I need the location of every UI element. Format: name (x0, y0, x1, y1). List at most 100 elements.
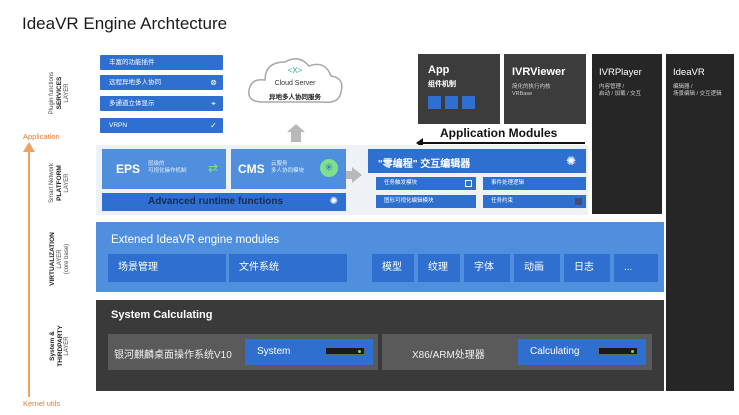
right-arrow-stem (346, 171, 354, 179)
ideavr-desc2: 场景编辑 / 交互逻辑 (673, 91, 722, 97)
advanced-runtime-label: Advanced runtime functions (148, 196, 284, 207)
task-label: 任务触发模块 (384, 180, 418, 186)
cpu-panel: X86/ARM处理器 Calculating (382, 334, 652, 370)
crossing-arrows-icon: ⇄ (207, 161, 218, 175)
layer-label-platform: Smart Network PLATFORM LAYER (49, 151, 71, 215)
layer-plugin-line2: SERVICES (56, 76, 63, 110)
ivrviewer-desc1: 简化的执行内核 (512, 84, 551, 90)
cloud-subtitle: 异地多人协同服务 (269, 94, 321, 101)
layer-virt-line2: LAYER (57, 249, 63, 269)
ivrviewer-module: IVRViewer 简化的执行内核 VRBase (504, 54, 586, 124)
layer-platform-line2: PLATFORM (56, 165, 63, 201)
cloud-up-arrow-stem (291, 132, 301, 142)
system-title: System Calculating (111, 309, 213, 321)
eps-module: EPS 层级的 可视化操作机制 ⇄ (102, 149, 226, 189)
os-panel: 银河麒麟桌面操作系统V10 System (108, 334, 378, 370)
calculating-pill-label: Calculating (530, 346, 580, 357)
task-item-trigger: 任务触发模块 (376, 177, 476, 190)
system-pill-label: System (257, 346, 291, 357)
axis-bottom-label: Kernel utils (23, 399, 61, 408)
os-label: 银河麒麟桌面操作系统V10 (114, 350, 232, 361)
plugin-item-label: VRPN (109, 122, 128, 129)
module-more: ... (614, 254, 658, 282)
module-font: 字体 (464, 254, 510, 282)
module-file-system: 文件系统 (229, 254, 347, 282)
axis-top-label: Application (23, 132, 60, 141)
page-title: IdeaVR Engine Archtecture (22, 14, 228, 33)
zero-code-editor: "零编程" 交互编辑器 ✺ (368, 149, 586, 173)
module-log: 日志 (564, 254, 610, 282)
eps-desc2: 可视化操作机制 (148, 168, 187, 174)
layer-virt-line1: VIRTUALIZATION (49, 232, 56, 286)
cloud-sync-icon: <X> (287, 66, 303, 75)
cloud-up-arrow (287, 124, 305, 132)
module-model: 模型 (372, 254, 414, 282)
layer-label-plugin: Plugin functions SERVICES LAYER (49, 61, 71, 125)
plugin-item-vrpn: VRPN ✓ (100, 118, 223, 133)
app-subtitle: 组件机制 (428, 81, 456, 88)
cms-module: CMS 云服务 多人协同模块 ✳ (231, 149, 346, 189)
axis-up-arrow (23, 142, 35, 152)
task-label: 图形可视化编辑模块 (384, 198, 434, 204)
plugin-item-multichannel: 多通道立体显示 ⌖ (100, 96, 223, 111)
task-indicator (575, 198, 582, 205)
vertical-axis-line (28, 150, 30, 397)
layer-system-line2: THIRDPARTY (57, 325, 64, 367)
drive-icon (598, 347, 638, 355)
plugin-item-label: 多通道立体显示 (109, 100, 155, 107)
task-item-constraint: 任务约束 (483, 195, 586, 208)
gear-icon: ✺ (565, 154, 576, 168)
location-pin-icon: ⌖ (211, 99, 216, 108)
cms-desc2: 多人协同模块 (271, 168, 305, 174)
virtualization-title: Extened IdeaVR engine modules (111, 234, 280, 246)
component-square (428, 96, 441, 109)
ivrviewer-desc2: VRBase (512, 91, 533, 97)
cms-desc1: 云服务 (271, 161, 288, 167)
layer-plugin-line1: Plugin functions (49, 71, 55, 115)
layer-platform-line1: Smart Network (49, 163, 55, 203)
plugin-item-label: 丰富的功能插件 (109, 59, 155, 66)
eps-title: EPS (116, 162, 141, 176)
left-arrow-line (422, 142, 585, 144)
task-indicator (465, 180, 472, 187)
cloud-title: Cloud Server (274, 80, 316, 87)
gear-icon: ✺ (329, 196, 338, 207)
eps-desc1: 层级的 (148, 161, 165, 167)
layer-system-line1: System & (49, 331, 56, 361)
layer-virt-line3: (core base) (64, 243, 70, 275)
ideavr-column: IdeaVR 编辑器 / 场景编辑 / 交互逻辑 (666, 54, 734, 391)
task-item-event: 事件处理逻辑 (483, 177, 586, 190)
component-square (462, 96, 475, 109)
ivrviewer-title: IVRViewer (512, 66, 566, 78)
right-arrow (352, 167, 362, 183)
cms-star-icon: ✳ (320, 159, 338, 177)
task-label: 任务约束 (491, 198, 514, 204)
plugin-item-remote-collab: 远程异地多人协同 ⊗ (100, 75, 223, 90)
task-item-graphics: 图形可视化编辑模块 (376, 195, 476, 208)
left-arrow-head (416, 138, 423, 148)
ivrplayer-desc2: 启动 / 加载 / 交互 (599, 91, 642, 97)
network-icon: ⊗ (210, 78, 217, 87)
ideavr-desc1: 编辑器 / (673, 84, 693, 90)
app-module: App 组件机制 (418, 54, 500, 124)
drive-icon (325, 347, 365, 355)
module-texture: 纹理 (418, 254, 460, 282)
system-pill: System (245, 339, 373, 365)
task-label: 事件处理逻辑 (491, 180, 525, 186)
plugin-item-label: 远程异地多人协同 (109, 79, 161, 86)
advanced-runtime-bar: Advanced runtime functions ✺ (102, 193, 346, 211)
layer-system-line3: LAYER (64, 336, 70, 356)
calculating-pill: Calculating (518, 339, 646, 365)
cloud-shape (248, 58, 343, 104)
cms-title: CMS (238, 162, 265, 176)
layer-platform-line3: LAYER (64, 173, 70, 193)
zero-code-title: "零编程" 交互编辑器 (378, 159, 471, 170)
cpu-label: X86/ARM处理器 (412, 350, 485, 361)
check-circle-icon: ✓ (210, 121, 217, 130)
module-animation: 动画 (514, 254, 560, 282)
ideavr-title: IdeaVR (673, 67, 705, 78)
ivrplayer-desc1: 内容管理 / (599, 84, 625, 90)
layer-plugin-line3: LAYER (64, 83, 70, 103)
module-scene-management: 场景管理 (108, 254, 226, 282)
component-square (445, 96, 458, 109)
